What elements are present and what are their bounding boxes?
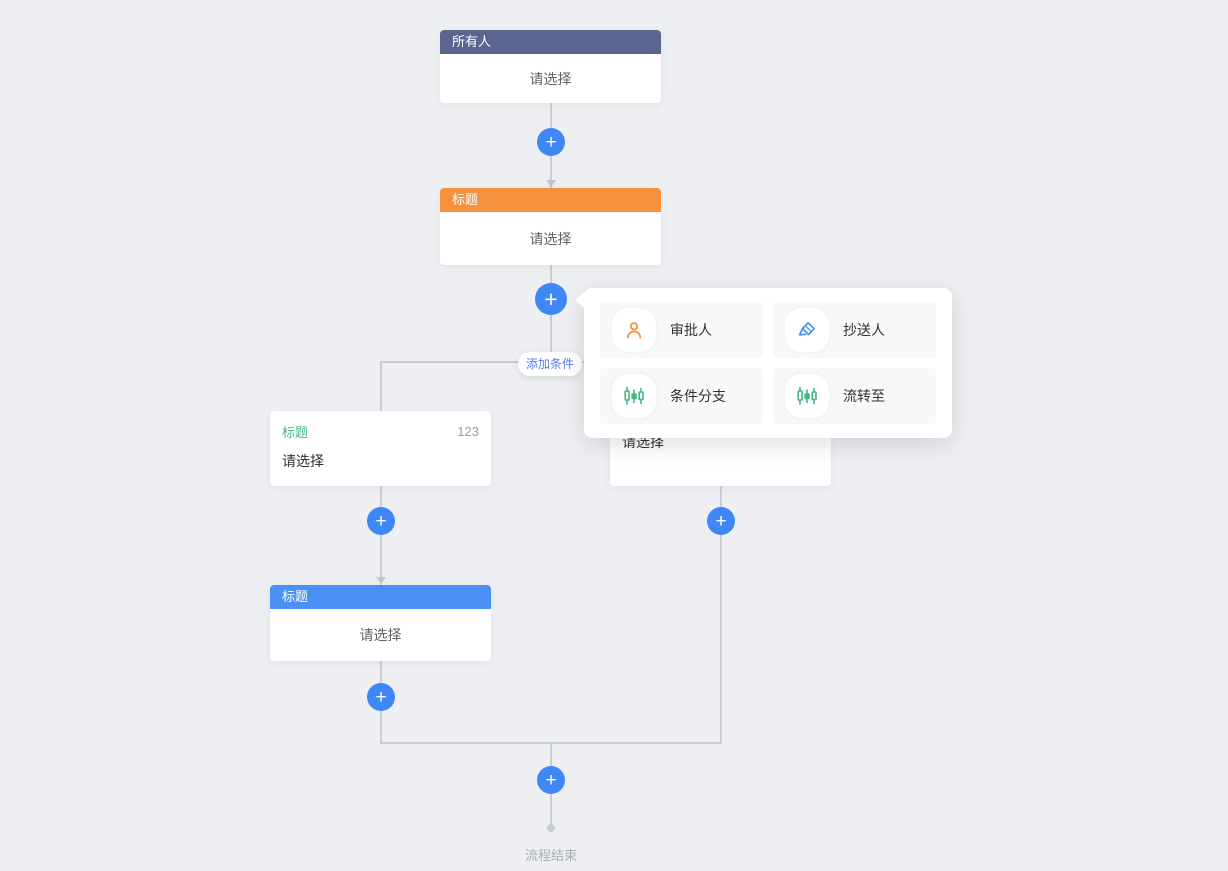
node-cc[interactable]: 标题 请选择 xyxy=(270,585,491,661)
node-approver-header: 标题 xyxy=(440,188,661,212)
menu-item-label: 条件分支 xyxy=(670,388,726,404)
connector-line xyxy=(380,361,382,411)
plus-icon: + xyxy=(375,510,387,532)
connector-line xyxy=(380,486,382,585)
add-node-button[interactable]: + xyxy=(537,766,565,794)
node-start[interactable]: 所有人 请选择 xyxy=(440,30,661,103)
process-end-label: 流程结束 xyxy=(524,848,578,863)
add-condition-button[interactable]: 添加条件 xyxy=(518,352,583,376)
condition-branch-icon xyxy=(612,374,656,418)
plus-icon: + xyxy=(544,285,558,312)
arrow-down-icon xyxy=(546,180,556,187)
cc-marker-icon xyxy=(785,308,829,352)
plus-icon: + xyxy=(545,131,557,153)
end-dot xyxy=(547,824,555,832)
add-node-button[interactable]: + xyxy=(367,683,395,711)
menu-item-condition-branch[interactable]: 条件分支 xyxy=(600,368,763,424)
arrow-down-icon xyxy=(376,577,386,584)
plus-icon: + xyxy=(545,769,557,791)
approver-person-icon xyxy=(612,308,656,352)
add-node-button[interactable]: + xyxy=(707,507,735,535)
node-approver-body: 请选择 xyxy=(529,230,572,247)
plus-icon: + xyxy=(375,686,387,708)
condition-body: 请选择 xyxy=(282,453,324,469)
add-node-button[interactable]: + xyxy=(537,128,565,156)
plus-icon: + xyxy=(715,510,727,532)
node-condition-left[interactable]: 标题 123 请选择 xyxy=(270,411,491,486)
node-start-body: 请选择 xyxy=(529,70,572,87)
add-node-popover: 审批人 抄送人 xyxy=(575,288,952,438)
connector-line xyxy=(720,486,722,744)
menu-item-approver[interactable]: 审批人 xyxy=(600,302,763,358)
menu-item-flow-to[interactable]: 流转至 xyxy=(773,368,936,424)
node-cc-header: 标题 xyxy=(270,585,491,609)
menu-item-label: 审批人 xyxy=(670,322,712,338)
condition-title: 标题 xyxy=(282,425,309,440)
menu-item-label: 流转至 xyxy=(843,388,885,404)
popover-caret xyxy=(575,291,593,309)
flow-to-icon xyxy=(785,374,829,418)
node-cc-body: 请选择 xyxy=(359,627,402,643)
condition-body: 请选择 xyxy=(622,434,664,450)
condition-priority: 123 xyxy=(457,424,479,439)
node-approver[interactable]: 标题 请选择 xyxy=(440,188,661,265)
menu-item-cc[interactable]: 抄送人 xyxy=(773,302,936,358)
menu-item-label: 抄送人 xyxy=(843,322,885,338)
node-start-header: 所有人 xyxy=(440,30,661,54)
add-node-button[interactable]: + xyxy=(367,507,395,535)
add-node-button-active[interactable]: + xyxy=(535,283,567,315)
